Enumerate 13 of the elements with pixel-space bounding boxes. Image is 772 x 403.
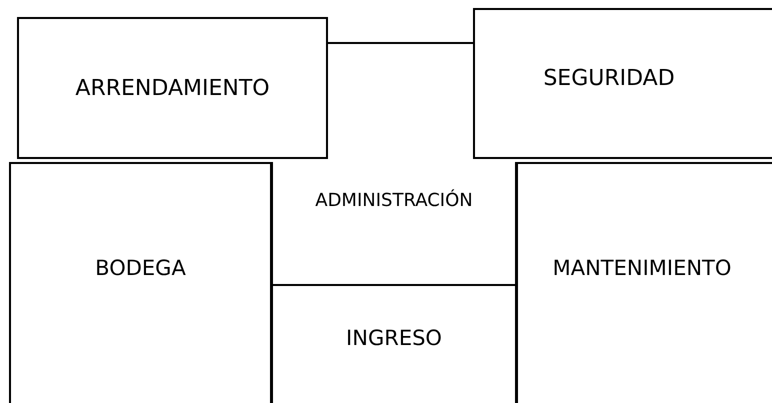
room-label: ARRENDAMIENTO <box>75 76 270 100</box>
room-box <box>473 8 772 159</box>
room-box <box>516 162 772 403</box>
room-box <box>271 162 517 286</box>
room-box <box>271 284 517 403</box>
room-label: MANTENIMIENTO <box>552 256 732 280</box>
room-box <box>9 162 272 403</box>
wall-line <box>328 42 473 44</box>
room-label: INGRESO <box>346 326 442 350</box>
room-label: BODEGA <box>95 256 186 280</box>
room-box <box>17 17 328 159</box>
room-label: ADMINISTRACIÓN <box>315 190 473 211</box>
room-label: SEGURIDAD <box>543 66 675 91</box>
